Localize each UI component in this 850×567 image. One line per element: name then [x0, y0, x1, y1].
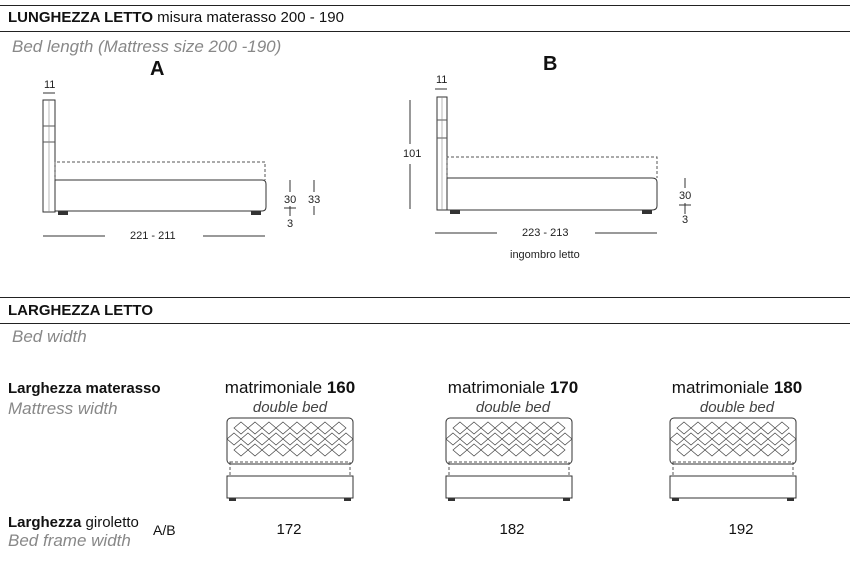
width-top-rule [0, 297, 850, 298]
width-subtitle: Bed width [12, 327, 87, 346]
dim-a-total-height: 33 [308, 194, 321, 206]
frame-width-value-180: 192 [728, 521, 754, 538]
top-rule [0, 5, 850, 6]
frame-width-ab: A/B [153, 522, 176, 538]
model-170: matrimoniale 170 double bed [447, 378, 579, 416]
length-title-rule [0, 31, 850, 32]
bed-b-side-drawing [409, 88, 691, 234]
frame-width-label: Larghezza giroletto [8, 514, 139, 531]
dim-a-foot-height: 3 [287, 218, 294, 230]
bed-front-160 [226, 417, 354, 501]
dim-a-length: 221 - 211 [130, 230, 176, 242]
dim-b-foot-height: 3 [682, 214, 689, 226]
dim-b-headboard-height: 101 [403, 148, 422, 160]
bed-front-180 [669, 417, 797, 501]
dim-a-headboard-thickness: 11 [44, 79, 56, 91]
model-180: matrimoniale 180 double bed [671, 378, 803, 416]
bed-front-170 [445, 417, 573, 501]
length-section-title: LUNGHEZZA LETTO misura materasso 200 - 1… [8, 9, 344, 26]
length-subtitle: Bed length (Mattress size 200 -190) [12, 37, 282, 56]
frame-width-value-160: 172 [276, 521, 302, 538]
variant-a-label: A [150, 58, 165, 80]
frame-width-label-en: Bed frame width [8, 531, 131, 550]
model-160: matrimoniale 160 double bed [224, 378, 356, 416]
variant-b-label: B [543, 53, 558, 75]
dim-b-base-height: 30 [679, 190, 692, 202]
dim-b-note: ingombro letto [510, 249, 580, 261]
bed-a-side-drawing [42, 92, 315, 237]
width-section-title: LARGHEZZA LETTO [8, 302, 153, 319]
dim-b-headboard-thickness: 11 [436, 74, 448, 86]
frame-width-value-170: 182 [499, 521, 525, 538]
dim-a-base-height: 30 [284, 194, 297, 206]
mattress-width-label: Larghezza materasso [8, 380, 161, 397]
dim-b-length: 223 - 213 [522, 227, 569, 239]
width-title-rule [0, 323, 850, 324]
mattress-width-label-en: Mattress width [8, 399, 118, 418]
